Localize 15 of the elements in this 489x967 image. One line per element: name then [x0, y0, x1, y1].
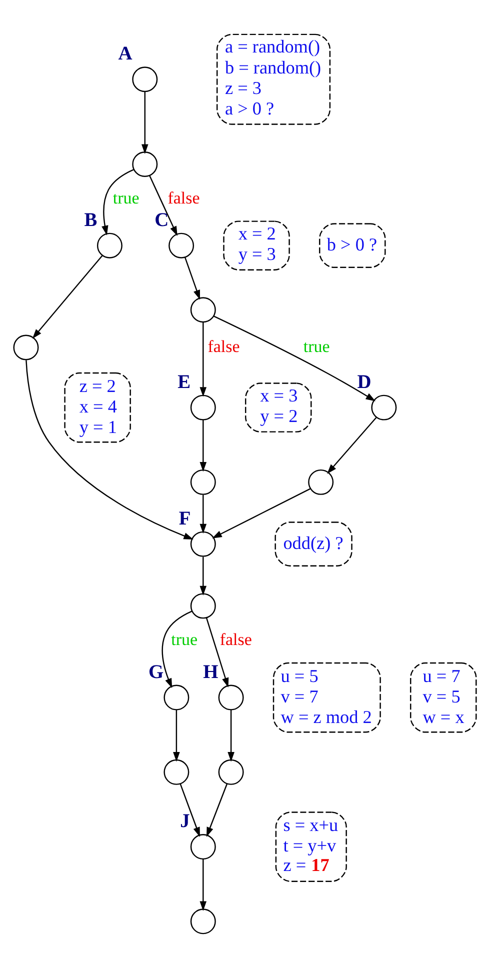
node-label: D	[356, 371, 371, 392]
node-label: G	[148, 661, 164, 682]
edge-label: true	[170, 630, 198, 649]
node-label: B	[84, 209, 97, 230]
edge-label: false	[167, 188, 200, 207]
edge-label: true	[112, 188, 139, 207]
node-label: A	[118, 43, 132, 64]
edge-label: true	[302, 336, 330, 356]
node-label: J	[180, 810, 190, 832]
node-label: C	[154, 209, 168, 230]
edge-label: false	[207, 336, 240, 356]
node-label: E	[177, 371, 190, 392]
node-label: H	[202, 661, 218, 682]
node-label: F	[178, 508, 190, 529]
edge-label: false	[219, 630, 252, 649]
